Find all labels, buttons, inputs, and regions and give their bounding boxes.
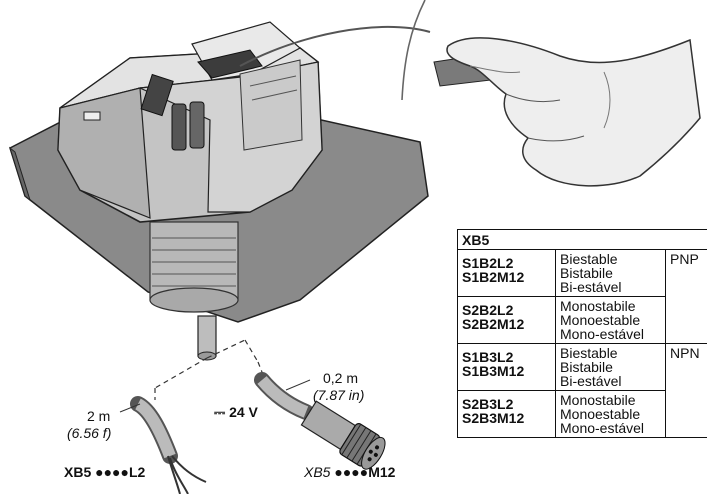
m12-connector — [254, 372, 386, 470]
connector-reference: XB5 ●●●●M12 — [304, 464, 395, 480]
table-row: S2B2L2 S2B2M12 Monostabile Monoestable M… — [457, 296, 708, 344]
threaded-mount — [149, 221, 239, 313]
reference-code: S1B3L2 — [462, 349, 514, 365]
reference-table: XB5 S1B2L2 S1B2M12 Biestable Bistabile B… — [457, 229, 707, 438]
mode-label: Bi-estável — [560, 279, 622, 295]
mode-label: Bi-estável — [560, 373, 622, 389]
mode-label: Monostabile — [560, 392, 636, 408]
reference-code: S2B3M12 — [462, 410, 525, 426]
connector-length-metric: 0,2 m — [323, 370, 359, 386]
sensing-face — [197, 49, 263, 79]
mode-label: Mono-estável — [560, 420, 645, 436]
dc-symbol: ⎓ — [214, 404, 226, 420]
connector-ref-suffix: M12 — [368, 464, 396, 480]
cable-ref-suffix: L2 — [128, 464, 146, 480]
output-type: PNP — [665, 249, 707, 344]
cable-ref-dots: ●●●● — [95, 464, 129, 480]
reference-code: S2B2M12 — [462, 316, 525, 332]
cable-length-imperial: (6.56 f) — [67, 425, 112, 441]
reference-code: S2B2L2 — [462, 302, 514, 318]
led-indicator-right — [189, 101, 205, 149]
cable-length: 2 m — [87, 408, 111, 424]
cable-ref-prefix: XB5 — [64, 464, 96, 480]
mode-label: Monoestable — [560, 312, 641, 328]
table-row: S1B3L2 S1B3M12 Biestable Bistabile Bi-es… — [457, 343, 707, 438]
mode-label: Biestable — [560, 251, 618, 267]
operating-mode: Monostabile Monoestable Mono-estável — [555, 390, 666, 438]
separator-curve — [401, 0, 426, 101]
mode-label: Monostabile — [560, 298, 636, 314]
cable-version — [130, 396, 207, 494]
connector-length: 0,2 m — [323, 370, 358, 386]
reference-codes: S1B2L2 S1B2M12 — [457, 249, 556, 297]
table-header-row: XB5 — [457, 229, 707, 250]
mode-label: Mono-estável — [560, 326, 645, 342]
reference-code: S1B3M12 — [462, 363, 525, 379]
reference-code: S1B2M12 — [462, 269, 525, 285]
mode-label: Monoestable — [560, 406, 641, 422]
cable-reference: XB5 ●●●●L2 — [64, 464, 145, 480]
table-row: S1B2L2 S1B2M12 Biestable Bistabile Bi-es… — [457, 249, 707, 344]
output-type: NPN — [665, 343, 707, 438]
operating-mode: Biestable Bistabile Bi-estável — [555, 343, 666, 391]
brand-logo — [140, 73, 174, 117]
touch-curve — [239, 25, 431, 67]
finger-hand-illustration — [433, 37, 701, 187]
operating-mode: Biestable Bistabile Bi-estável — [555, 249, 666, 297]
mode-label: Bistabile — [560, 265, 613, 281]
connector-ref-prefix: XB5 — [304, 464, 335, 480]
connector-ref-dots: ●●●● — [334, 464, 369, 480]
led-indicator-left — [171, 103, 187, 151]
reference-code: S1B2L2 — [462, 255, 514, 271]
mode-label: Biestable — [560, 345, 618, 361]
supply-voltage: ⎓ 24 V — [214, 404, 258, 420]
voltage-value: 24 V — [229, 404, 258, 420]
reference-codes: S1B3L2 S1B3M12 — [457, 343, 556, 391]
cable-stub — [197, 315, 217, 357]
mode-label: Bistabile — [560, 359, 613, 375]
reference-codes: S2B3L2 S2B3M12 — [457, 390, 556, 438]
reference-code: S2B3L2 — [462, 396, 514, 412]
reference-codes: S2B2L2 S2B2M12 — [457, 296, 556, 344]
operating-mode: Monostabile Monoestable Mono-estável — [555, 296, 666, 344]
table-header: XB5 — [457, 229, 707, 250]
capacitive-switch-housing — [57, 21, 323, 223]
table-row: S2B3L2 S2B3M12 Monostabile Monoestable M… — [457, 390, 708, 438]
connector-length-imperial: (7.87 in) — [313, 387, 365, 403]
